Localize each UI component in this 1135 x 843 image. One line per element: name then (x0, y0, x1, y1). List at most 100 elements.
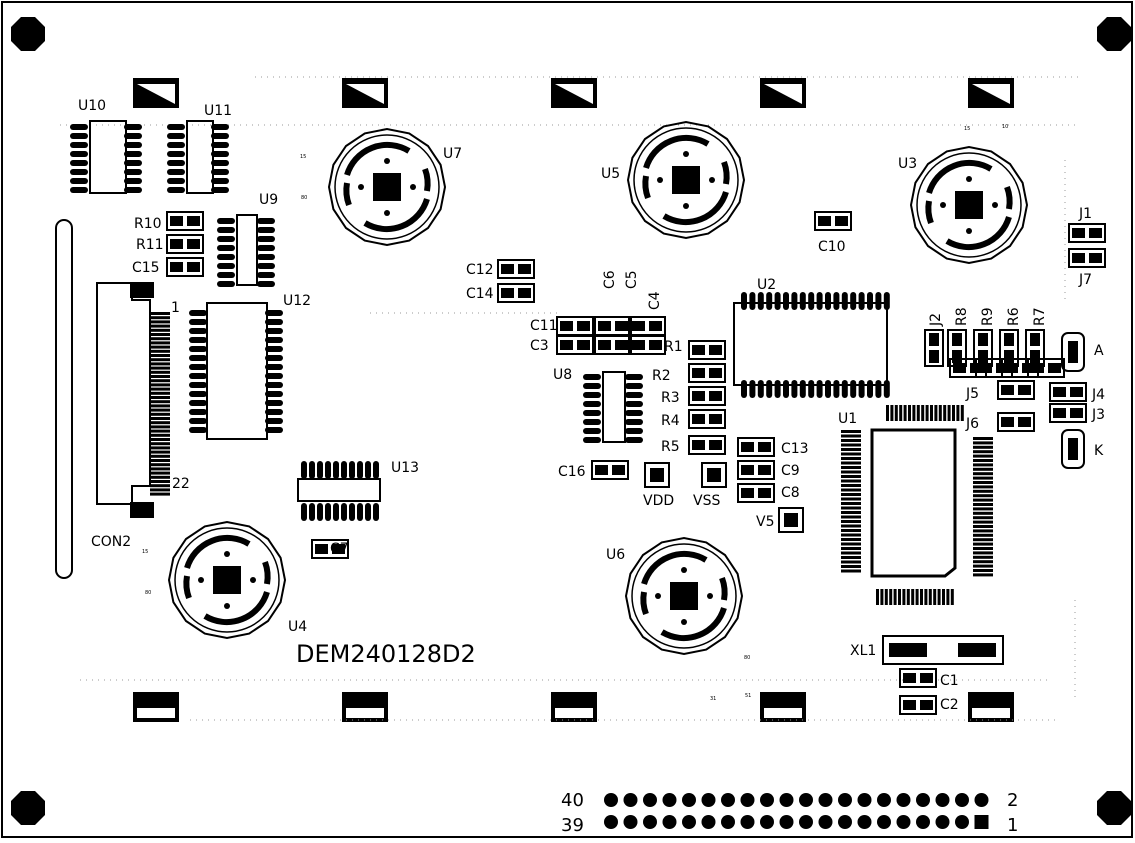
svg-text:31: 31 (710, 696, 716, 702)
label-j4: J4 (1091, 387, 1105, 403)
label-c2: C2 (940, 697, 959, 713)
svg-text:15: 15 (142, 549, 148, 555)
smd-pad-pair (1049, 382, 1087, 402)
u13-chip (297, 461, 381, 521)
header-pin (935, 815, 950, 829)
header-pin (721, 793, 735, 807)
smd-pad-pair (999, 329, 1019, 367)
smd-pad-pair (591, 460, 629, 480)
header-pin (857, 793, 872, 807)
label-j5: J5 (965, 386, 979, 402)
label-j2: J2 (928, 313, 944, 327)
label-u4: U4 (288, 619, 307, 635)
header-pin (760, 793, 774, 807)
label-c13: C13 (781, 441, 809, 457)
label-r5: R5 (661, 439, 680, 455)
label-c9: C9 (781, 463, 800, 479)
smd-pad-pair (1049, 403, 1087, 423)
con2-pin-last: 22 (172, 476, 190, 492)
header-pin (916, 815, 930, 829)
label-c6: C6 (602, 270, 618, 289)
u5-round-chip (626, 120, 746, 240)
label-j6: J6 (965, 416, 979, 432)
label-r8: R8 (954, 307, 970, 326)
xl1-crystal (882, 635, 1004, 665)
header-label-39: 39 (561, 815, 584, 836)
smd-pad-pair (737, 437, 775, 457)
label-c16: C16 (558, 464, 586, 480)
header-pin (896, 815, 911, 829)
header-label-2: 2 (1007, 790, 1018, 811)
smd-pad-pair (497, 283, 535, 303)
u2-chip (733, 292, 890, 398)
smd-pads (166, 211, 1106, 715)
mounting-hole-top-left (11, 17, 45, 51)
smd-pad-pair (1025, 329, 1045, 367)
header-pin (721, 815, 735, 829)
smd-pad-pair (594, 316, 632, 336)
pad-a (1061, 332, 1085, 372)
label-r4: R4 (661, 413, 680, 429)
label-xl1: XL1 (850, 643, 876, 659)
label-c7: C7 (330, 541, 349, 557)
pad-v5 (778, 507, 804, 533)
mounting-hole-bottom-left (11, 791, 45, 825)
svg-text:15: 15 (964, 126, 970, 132)
pad-k (1061, 429, 1085, 469)
label-j1: J1 (1078, 206, 1092, 222)
board-title: DEM240128D2 (296, 640, 476, 668)
u4-round-chip (167, 520, 287, 640)
header-pin (604, 815, 618, 829)
smd-pad-pair (166, 234, 204, 254)
u11-chip (167, 120, 229, 194)
mounting-holes (11, 17, 1131, 825)
smd-pad-pair (1027, 358, 1065, 378)
label-c1: C1 (940, 673, 959, 689)
smd-pad-pair (688, 340, 726, 360)
header-pin (955, 815, 969, 829)
label-u3: U3 (898, 156, 917, 172)
header-pin (838, 793, 852, 807)
smd-pad-pair (311, 539, 349, 559)
label-v5: V5 (756, 514, 774, 530)
mounting-hole-bottom-right (1097, 791, 1131, 825)
smd-pad-pair (688, 409, 726, 429)
led-tabs-top (133, 78, 1014, 108)
label-r3: R3 (661, 390, 680, 406)
header-pin (818, 815, 833, 829)
label-c11: C11 (530, 318, 558, 334)
smd-pad-pair (628, 335, 666, 355)
con2-label: CON2 (91, 534, 131, 550)
header-pin (643, 793, 657, 807)
header-pin (857, 815, 872, 829)
smd-pad-pair (628, 316, 666, 336)
header-pin (838, 815, 852, 829)
smd-pad-pair (166, 257, 204, 277)
con2-connector (55, 219, 170, 579)
mounting-hole-top-right (1097, 17, 1131, 51)
header-pin (682, 793, 696, 807)
u1-chip (841, 405, 993, 605)
label-c12: C12 (466, 262, 494, 278)
header-pin (916, 793, 930, 807)
pad-vss (701, 462, 727, 488)
u12-chip (189, 302, 283, 440)
header-pin (799, 793, 813, 807)
label-u10: U10 (78, 98, 106, 114)
smd-pad-pair (947, 329, 967, 367)
header-pin-1 (974, 815, 989, 829)
label-u12: U12 (283, 293, 311, 309)
label-j7: J7 (1078, 272, 1092, 288)
smd-pad-pair (594, 335, 632, 355)
label-u6: U6 (606, 547, 625, 563)
smd-pad-pair (497, 259, 535, 279)
svg-text:80: 80 (145, 590, 151, 596)
label-r1: R1 (664, 339, 683, 355)
label-c14: C14 (466, 286, 494, 302)
labels: DEM240128D2 CON2 1 22 U10 U11 U9 U12 U13… (78, 98, 1105, 836)
led-tabs-bottom (133, 692, 1014, 722)
smd-pad-pair (924, 329, 944, 367)
